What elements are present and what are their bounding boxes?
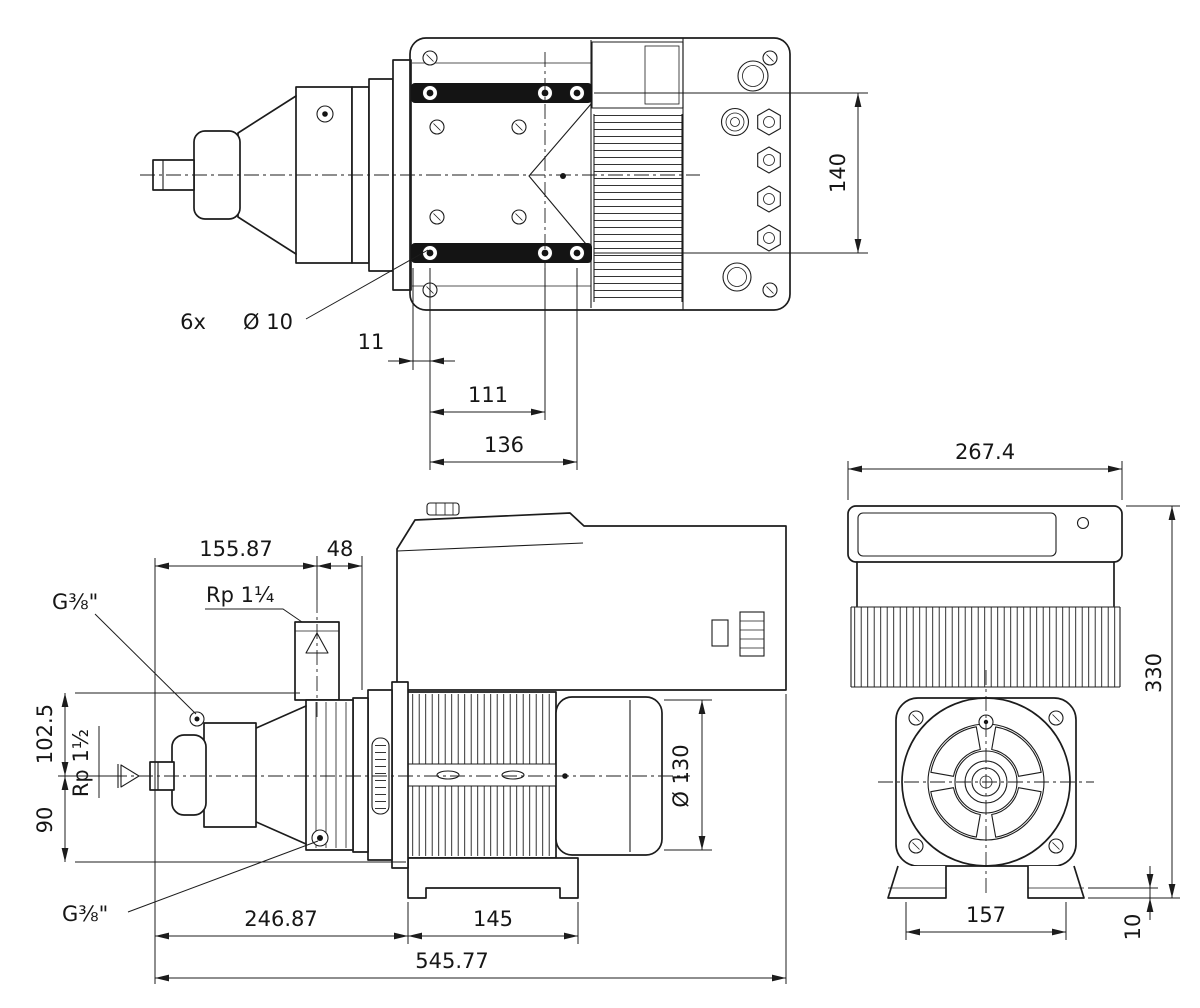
motor-feet-front xyxy=(887,865,1085,899)
dim-136: 136 xyxy=(484,433,524,457)
motor-foot-side xyxy=(407,857,579,899)
module-lid xyxy=(857,512,1057,557)
front-view: 267.4 330 157 10 xyxy=(847,440,1180,941)
front-view-dimensions: 267.4 330 157 10 xyxy=(847,440,1180,941)
flange-screw xyxy=(1048,710,1064,726)
dim-48: 48 xyxy=(327,537,354,561)
dim-145: 145 xyxy=(473,907,513,931)
corner-screw xyxy=(762,282,778,298)
control-module-side xyxy=(396,502,787,691)
hex-plug xyxy=(757,146,781,174)
hex-plug xyxy=(757,224,781,252)
connector-plug xyxy=(720,107,750,137)
vent-cap xyxy=(426,502,460,516)
port-label-g38-top: G⅜" xyxy=(52,590,98,614)
control-module-front xyxy=(847,505,1123,607)
flange-screw xyxy=(908,710,924,726)
plate-screw xyxy=(511,209,527,225)
flange-screw xyxy=(1048,838,1064,854)
hex-plug xyxy=(757,185,781,213)
leader-line xyxy=(94,613,197,715)
top-view: 140 11 111 136 6x Ø 10 xyxy=(140,37,868,470)
dim-157: 157 xyxy=(966,903,1006,927)
plate-screw xyxy=(429,119,445,135)
dim-246-87: 246.87 xyxy=(244,907,317,931)
dim-330: 330 xyxy=(1142,653,1166,693)
mounting-hole xyxy=(569,85,585,101)
dim-dia-130: Ø 130 xyxy=(669,744,693,807)
dim-155-87: 155.87 xyxy=(199,537,272,561)
hex-plug xyxy=(757,108,781,136)
lid-screw xyxy=(1076,516,1090,530)
pump-stage-stack xyxy=(305,699,354,851)
plate-screw xyxy=(511,119,527,135)
dim-545-77: 545.77 xyxy=(415,949,488,973)
mounting-hole xyxy=(422,245,438,261)
dim-111: 111 xyxy=(468,383,508,407)
mounting-rail-bottom xyxy=(411,243,592,263)
plate-screw xyxy=(429,209,445,225)
motor-side xyxy=(401,691,663,899)
flange-screw xyxy=(908,838,924,854)
corner-screw xyxy=(762,50,778,66)
mounting-hole xyxy=(422,85,438,101)
holes-diameter-label: Ø 10 xyxy=(243,310,293,334)
mounting-rail-top xyxy=(411,83,592,103)
side-view-dimensions: 155.87 48 Rp 1¼ G⅜" Rp 1½ 102.5 90 Ø 130 xyxy=(33,537,787,984)
pump-side xyxy=(117,621,409,869)
dim-11: 11 xyxy=(358,330,385,354)
top-view-dimensions: 140 11 111 136 6x Ø 10 xyxy=(180,92,868,470)
holes-count-label: 6x xyxy=(180,310,206,334)
dim-102-5: 102.5 xyxy=(33,704,57,764)
side-view: 155.87 48 Rp 1¼ G⅜" Rp 1½ 102.5 90 Ø 130 xyxy=(33,502,787,984)
cable-gland xyxy=(739,611,765,657)
terminal-cover xyxy=(591,41,684,109)
dim-140: 140 xyxy=(826,153,850,193)
port-label-rp112: Rp 1½ xyxy=(69,729,93,797)
cooling-fins-top xyxy=(594,114,682,302)
dim-10: 10 xyxy=(1121,914,1145,941)
corner-screw xyxy=(422,50,438,66)
leader-line xyxy=(305,249,429,320)
leader-line xyxy=(127,840,319,913)
cable-gland xyxy=(711,619,729,647)
cooling-fins-front xyxy=(850,606,1121,688)
dim-90: 90 xyxy=(33,807,57,834)
leader-line xyxy=(205,608,303,623)
dim-267-4: 267.4 xyxy=(955,440,1015,464)
mounting-hole xyxy=(569,245,585,261)
port-label-g38-bottom: G⅜" xyxy=(62,902,108,926)
motor-housing-top xyxy=(409,37,791,311)
port-label-rp114: Rp 1¼ xyxy=(206,583,274,607)
